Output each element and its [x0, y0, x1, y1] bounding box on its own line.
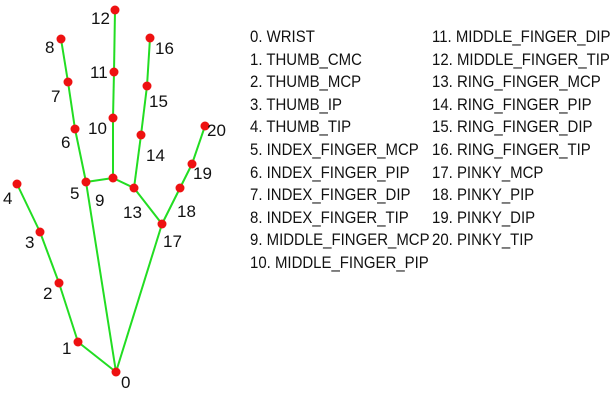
landmark-point-thumb-tip	[12, 179, 22, 189]
connection-5-6	[74, 128, 87, 183]
landmark-point-pinky-mcp	[157, 219, 167, 229]
landmark-number-thumb-mcp: 2	[43, 284, 52, 303]
landmark-point-thumb-mcp	[54, 278, 64, 288]
connection-7-8	[60, 38, 69, 83]
legend-item-ring-finger-dip: 15. RING_FINGER_DIP	[432, 117, 593, 137]
legend-item-middle-finger-dip: 11. MIDDLE_FINGER_DIP	[432, 27, 610, 46]
connection-17-18	[161, 187, 181, 225]
landmark-number-index-finger-tip: 8	[45, 38, 54, 57]
landmark-points	[12, 5, 210, 377]
landmark-point-middle-finger-pip	[108, 113, 118, 123]
landmark-number-middle-finger-tip: 12	[91, 9, 110, 28]
landmark-number-middle-finger-mcp: 9	[95, 191, 104, 210]
legend-item-index-finger-tip: 8. INDEX_FINGER_TIP	[250, 207, 409, 227]
legend-item-index-finger-dip: 7. INDEX_FINGER_DIP	[250, 185, 411, 205]
landmark-number-middle-finger-pip: 10	[88, 119, 107, 138]
legend-item-pinky-tip: 20. PINKY_TIP	[432, 230, 534, 250]
connection-14-15	[140, 85, 148, 136]
landmark-number-thumb-tip: 4	[3, 189, 12, 208]
connection-19-20	[191, 125, 206, 165]
landmark-point-ring-finger-pip	[136, 130, 146, 140]
connection-3-4	[16, 183, 41, 233]
landmark-point-index-finger-mcp	[81, 177, 91, 187]
legend-item-index-finger-pip: 6. INDEX_FINGER_PIP	[250, 162, 410, 182]
landmark-point-pinky-dip	[187, 159, 197, 169]
connection-0-1	[77, 341, 117, 373]
landmark-number-ring-finger-mcp: 13	[123, 203, 142, 222]
landmark-number-index-finger-dip: 7	[51, 87, 60, 106]
connection-0-17	[115, 223, 163, 373]
connection-15-16	[146, 37, 151, 87]
connection-1-2	[58, 282, 79, 343]
landmark-point-middle-finger-mcp	[108, 173, 118, 183]
landmark-number-ring-finger-tip: 16	[155, 39, 174, 58]
landmark-point-wrist	[111, 367, 121, 377]
landmark-point-index-finger-pip	[70, 124, 80, 134]
landmark-number-thumb-ip: 3	[25, 233, 34, 252]
legend-item-thumb-cmc: 1. THUMB_CMC	[250, 49, 362, 69]
legend-item-thumb-ip: 3. THUMB_IP	[250, 94, 343, 114]
landmark-number-pinky-mcp: 17	[163, 232, 182, 251]
legend-item-thumb-mcp: 2. THUMB_MCP	[250, 72, 362, 92]
legend-item-wrist: 0. WRIST	[250, 27, 315, 46]
landmark-number-index-finger-mcp: 5	[70, 184, 79, 203]
landmark-point-index-finger-dip	[63, 77, 73, 87]
connection-13-17	[133, 187, 163, 225]
legend-item-ring-finger-pip: 14. RING_FINGER_PIP	[432, 94, 592, 114]
landmark-point-pinky-tip	[200, 121, 210, 131]
landmark-number-ring-finger-pip: 14	[146, 146, 165, 165]
legend-item-middle-finger-mcp: 9. MIDDLE_FINGER_MCP	[250, 230, 430, 250]
legend-item-middle-finger-tip: 12. MIDDLE_FINGER_TIP	[432, 49, 610, 69]
landmark-number-ring-finger-dip: 15	[149, 92, 168, 111]
landmark-point-middle-finger-dip	[109, 67, 119, 77]
legend-item-pinky-dip: 19. PINKY_DIP	[432, 207, 536, 227]
connection-2-3	[39, 231, 60, 284]
legend-item-thumb-tip: 4. THUMB_TIP	[250, 117, 352, 137]
legend-item-index-finger-mcp: 5. INDEX_FINGER_MCP	[250, 139, 419, 159]
landmark-connections	[16, 9, 206, 373]
landmark-point-index-finger-tip	[56, 34, 66, 44]
landmark-point-ring-finger-tip	[145, 33, 155, 43]
legend-item-pinky-mcp: 17. PINKY_MCP	[432, 162, 544, 182]
connection-0-5	[85, 181, 117, 373]
landmark-number-pinky-dip: 19	[193, 164, 212, 183]
connection-11-12	[113, 9, 116, 73]
landmark-point-middle-finger-tip	[110, 5, 120, 15]
landmark-point-thumb-cmc	[73, 337, 83, 347]
landmark-point-thumb-ip	[35, 227, 45, 237]
landmark-legend-column-2: 11. MIDDLE_FINGER_DIP 12. MIDDLE_FINGER_…	[432, 26, 610, 252]
legend-item-ring-finger-tip: 16. RING_FINGER_TIP	[432, 139, 591, 159]
legend-item-middle-finger-pip: 10. MIDDLE_FINGER_PIP	[250, 252, 429, 272]
legend-item-pinky-pip: 18. PINKY_PIP	[432, 185, 535, 205]
landmark-number-index-finger-pip: 6	[61, 133, 70, 152]
landmark-number-wrist: 0	[121, 373, 130, 392]
legend-item-ring-finger-mcp: 13. RING_FINGER_MCP	[432, 72, 601, 92]
landmark-legend-column-1: 0. WRIST 1. THUMB_CMC 2. THUMB_MCP 3. TH…	[250, 26, 430, 275]
landmark-point-ring-finger-dip	[142, 81, 152, 91]
connection-10-11	[112, 71, 115, 119]
landmark-point-ring-finger-mcp	[129, 183, 139, 193]
connection-13-14	[133, 134, 142, 189]
landmark-number-thumb-cmc: 1	[62, 339, 71, 358]
landmark-point-pinky-pip	[175, 183, 185, 193]
connection-6-7	[67, 81, 76, 130]
landmark-number-pinky-pip: 18	[177, 202, 196, 221]
landmark-number-middle-finger-dip: 11	[90, 63, 108, 82]
landmark-number-pinky-tip: 20	[207, 121, 226, 140]
connection-5-9	[85, 177, 114, 183]
